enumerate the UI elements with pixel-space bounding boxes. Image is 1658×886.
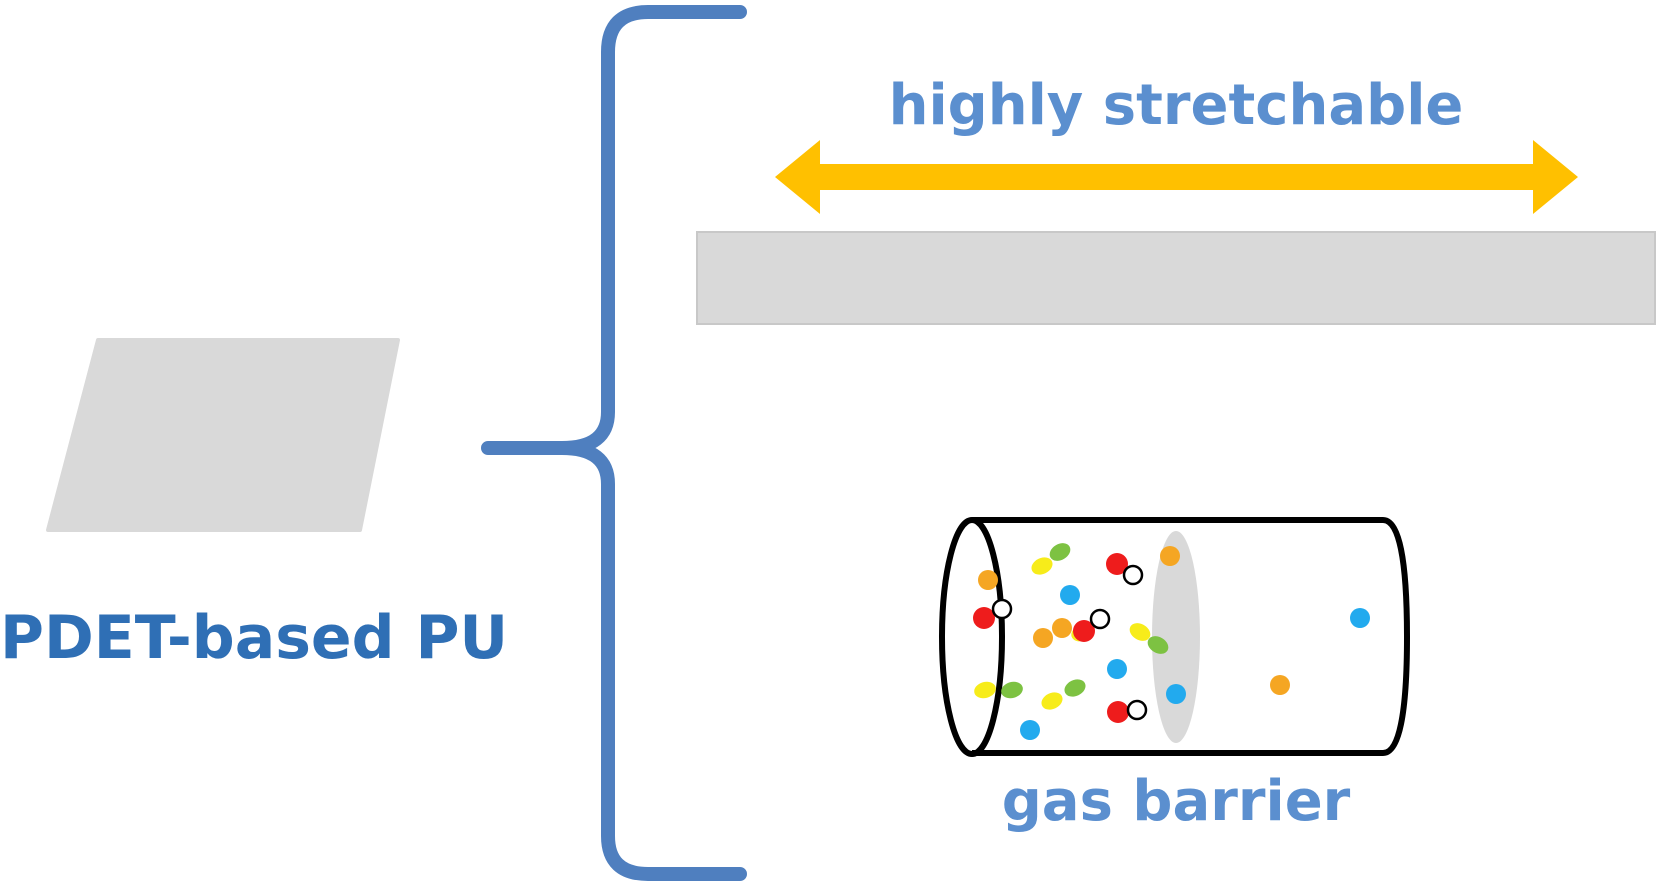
molecule-open	[1089, 608, 1111, 630]
material-label: PDET-based PU	[0, 603, 508, 673]
curly-brace-icon	[481, 5, 747, 881]
cylinder-opening	[939, 517, 1005, 757]
molecule-red	[973, 607, 995, 629]
molecule-orange	[1052, 618, 1072, 638]
molecule-blue	[1350, 608, 1370, 628]
molecule-orange	[1033, 628, 1053, 648]
molecule-red	[1107, 701, 1129, 723]
molecule-red	[1106, 553, 1128, 575]
molecule-open	[1126, 699, 1148, 721]
molecule-open	[991, 598, 1013, 620]
gas-molecules	[973, 543, 1370, 740]
molecule-blue	[1107, 659, 1127, 679]
stretchable-label: highly stretchable	[889, 73, 1464, 138]
molecule-open	[1122, 564, 1144, 586]
molecule-orange	[1160, 546, 1180, 566]
molecule-green	[1001, 681, 1023, 699]
molecule-blue	[1020, 720, 1040, 740]
cylinder-body	[972, 517, 1411, 756]
molecule-orange	[1270, 675, 1290, 695]
molecule-yellow	[1129, 623, 1151, 641]
molecule-orange	[978, 570, 998, 590]
material-sheet-icon	[46, 338, 400, 532]
molecule-yellow	[1031, 557, 1053, 575]
gas-barrier-label: gas barrier	[1002, 769, 1351, 834]
molecule-green	[1049, 543, 1071, 561]
molecule-yellow	[1041, 692, 1063, 710]
molecule-yellow	[974, 681, 996, 699]
barrier-membrane	[1152, 531, 1200, 743]
stretched-film-icon	[696, 231, 1656, 325]
double-arrow-icon	[775, 140, 1578, 214]
molecule-blue	[1166, 684, 1186, 704]
molecule-blue	[1060, 585, 1080, 605]
gas-cylinder-icon	[939, 517, 1411, 757]
molecule-green	[1147, 636, 1169, 654]
molecule-red	[1073, 620, 1095, 642]
molecule-green	[1064, 679, 1086, 697]
